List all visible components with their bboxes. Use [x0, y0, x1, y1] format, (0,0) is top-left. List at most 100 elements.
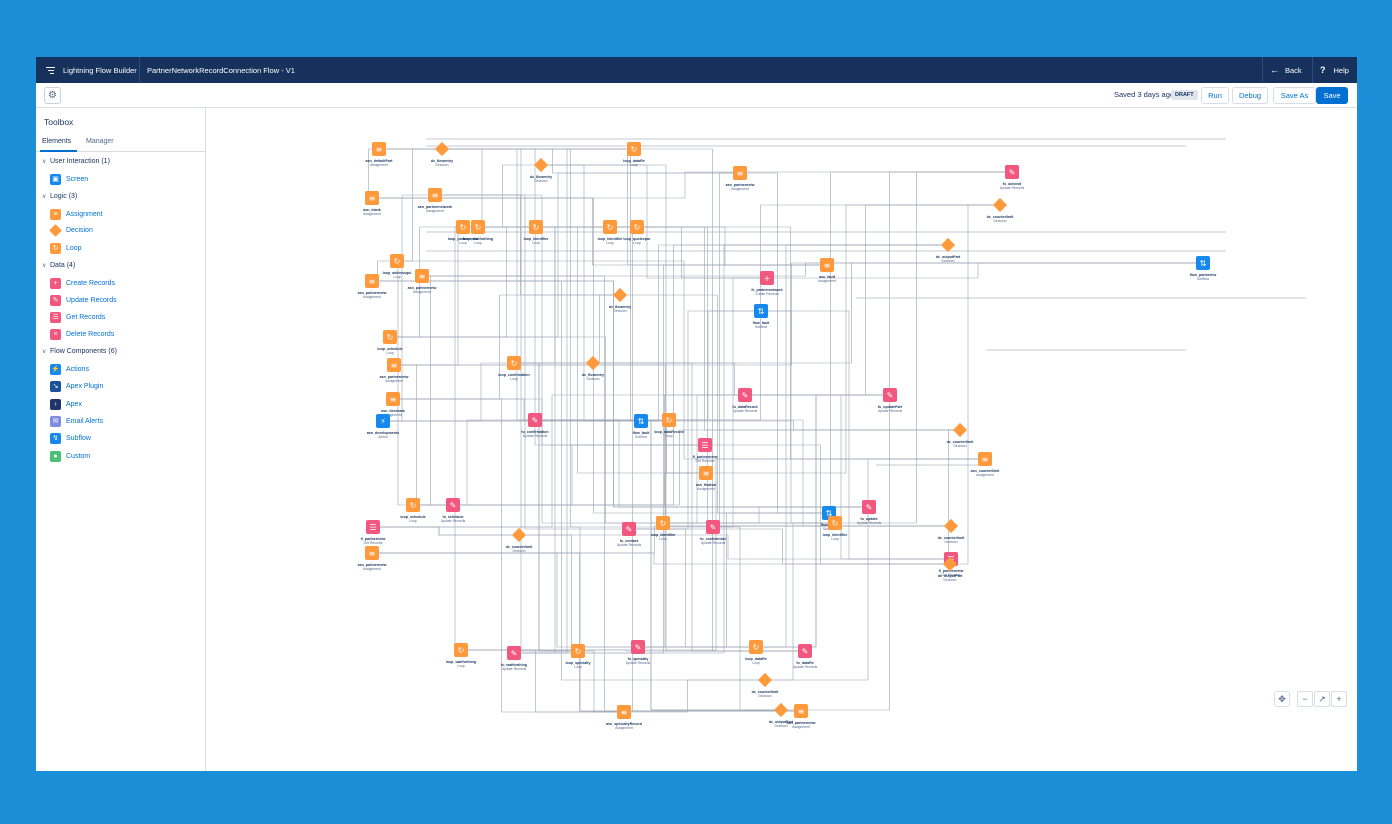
toolbox-item-delete-records[interactable]: ×Delete Records [50, 329, 114, 340]
toolbox-item-apex-plugin[interactable]: ↘Apex Plugin [50, 381, 103, 392]
pan-button[interactable]: ✥ [1274, 691, 1290, 707]
toolbox-item-subflow[interactable]: ↯Subflow [50, 433, 91, 444]
tab-manager[interactable]: Manager [86, 138, 114, 145]
fit-view-button[interactable]: ↗ [1314, 691, 1330, 707]
run-button[interactable]: Run [1201, 87, 1229, 104]
connector-line [544, 164, 798, 652]
debug-button[interactable]: Debug [1232, 87, 1268, 104]
section-user-interaction[interactable]: ∨User Interaction (1) [42, 158, 110, 165]
toolbox-item-apex[interactable]: ›Apex [50, 399, 82, 410]
zoom-in-button[interactable]: + [1331, 691, 1347, 707]
zoom-out-button[interactable]: − [1297, 691, 1313, 707]
section-data[interactable]: ∨Data (4) [42, 262, 75, 269]
toolbox-item-loop[interactable]: ↻Loop [50, 243, 82, 254]
settings-button[interactable]: ⚙ [44, 87, 61, 104]
element-shape [434, 141, 450, 157]
toolbox-item-assignment[interactable]: ≡Assignment [50, 209, 103, 220]
toolbox-item-screen[interactable]: ▣Screen [50, 174, 88, 185]
tab-elements[interactable]: Elements [42, 138, 72, 145]
toolbox-item-custom[interactable]: ●Custom [50, 451, 90, 462]
connector-line [481, 226, 794, 712]
chevron-down-icon: ∨ [42, 263, 47, 269]
toolbox-item-get-records[interactable]: ☰Get Records [50, 312, 105, 323]
section-flow-components[interactable]: ∨Flow Components (6) [42, 348, 117, 355]
save-button[interactable]: Save [1316, 87, 1348, 104]
toolbox-item-update-records[interactable]: ✎Update Records [50, 295, 117, 306]
element-name: fu_update [860, 517, 877, 521]
connector-line [630, 148, 637, 422]
element-glyph: ≡ [391, 361, 398, 370]
back-button[interactable]: ← Back [1270, 57, 1302, 83]
toolbox-item-actions[interactable]: ⚡Actions [50, 364, 89, 375]
save-as-button[interactable]: Save As [1273, 87, 1316, 104]
toolbox-item-email-alerts[interactable]: ✉Email Alerts [50, 416, 103, 427]
toolbox-item-decision[interactable]: Decision [49, 224, 93, 237]
help-button[interactable]: ? Help [1320, 57, 1349, 83]
connector-line [438, 194, 656, 524]
section-logic[interactable]: ∨Logic (3) [42, 193, 77, 200]
toolbox-item-create-records[interactable]: +Create Records [50, 278, 115, 289]
